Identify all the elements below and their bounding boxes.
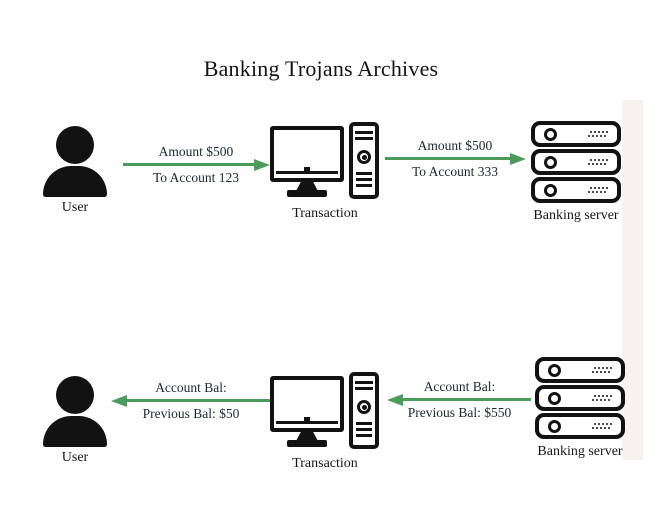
arrow-shaft	[401, 398, 531, 401]
arrow-left-icon	[387, 393, 403, 406]
monitor-icon	[270, 126, 344, 182]
tower-vent-bar	[356, 422, 372, 425]
person-icon-head	[56, 376, 94, 414]
tower-slot	[355, 381, 373, 384]
arrow-shaft	[385, 157, 512, 160]
person-icon-body	[43, 416, 107, 447]
monitor-bezel	[276, 171, 338, 174]
arrow-shaft	[123, 163, 256, 166]
arrow-line	[123, 158, 270, 171]
banking-server-label: Banking server	[537, 444, 623, 459]
tower-power-button-icon	[357, 400, 371, 414]
arrow-right-icon	[510, 152, 526, 165]
flow-arrow-transaction-to-user: Account Bal: Previous Bal: $50	[111, 379, 270, 422]
arrow-label-bottom: To Account 333	[411, 164, 499, 179]
server-vents-dots	[588, 187, 608, 193]
user-label: User	[61, 200, 89, 215]
user-node-bottom: User	[40, 376, 110, 466]
monitor-notch	[304, 167, 310, 171]
flow-arrow-transaction-to-server: Amount $500 To Account 333	[385, 137, 526, 180]
tower-power-button-icon	[357, 150, 371, 164]
server-led-icon	[544, 155, 557, 169]
monitor-stand-base	[287, 190, 327, 197]
server-unit	[531, 149, 621, 175]
tower-vent-bar	[356, 184, 372, 187]
tower-slot	[355, 131, 373, 134]
server-vents-dots	[588, 131, 608, 137]
monitor-stand-neck	[296, 432, 318, 441]
server-led-icon	[548, 419, 561, 433]
arrow-right-icon	[254, 158, 270, 171]
arrow-label-top: Amount $500	[158, 144, 234, 159]
server-unit	[531, 121, 621, 147]
tower-slot	[355, 137, 373, 140]
arrow-line	[111, 394, 270, 407]
tower-power-dot	[361, 404, 367, 410]
server-unit	[535, 385, 625, 411]
tower-vent-bar	[356, 172, 372, 175]
banking-server-node-top: Banking server	[528, 121, 624, 224]
server-unit	[531, 177, 621, 203]
person-icon-head	[56, 126, 94, 164]
tower-vent-bar	[356, 178, 372, 181]
transaction-node-top: Transaction	[270, 122, 380, 222]
server-vents-dots	[588, 159, 608, 165]
flow-arrow-server-to-transaction: Account Bal: Previous Bal: $550	[387, 378, 531, 421]
background-side-strip	[622, 100, 643, 460]
transaction-label: Transaction	[292, 456, 358, 471]
tower-vent-bar	[356, 434, 372, 437]
server-led-icon	[544, 127, 557, 141]
arrow-label-top: Account Bal:	[423, 379, 496, 394]
arrow-label-top: Amount $500	[417, 138, 493, 153]
user-label: User	[61, 450, 89, 465]
user-node-top: User	[40, 126, 110, 216]
server-unit	[535, 357, 625, 383]
arrow-line	[387, 393, 531, 406]
computer-tower-icon	[349, 122, 379, 199]
transaction-node-bottom: Transaction	[270, 372, 380, 472]
tower-vent-bar	[356, 428, 372, 431]
page-title: Banking Trojans Archives	[203, 56, 439, 81]
banking-server-node-bottom: Banking server	[532, 357, 628, 460]
tower-power-dot	[361, 154, 367, 160]
tower-slot	[355, 387, 373, 390]
monitor-stand-neck	[296, 182, 318, 191]
flow-arrow-user-to-transaction: Amount $500 To Account 123	[123, 143, 270, 186]
monitor-icon	[270, 376, 344, 432]
computer-tower-icon	[349, 372, 379, 449]
arrow-label-bottom: Previous Bal: $550	[407, 405, 512, 420]
server-led-icon	[548, 363, 561, 377]
server-vents-dots	[592, 423, 612, 429]
monitor-notch	[304, 417, 310, 421]
person-icon-body	[43, 166, 107, 197]
arrow-label-top: Account Bal:	[155, 380, 227, 395]
server-unit	[535, 413, 625, 439]
server-led-icon	[544, 183, 557, 197]
monitor-stand-base	[287, 440, 327, 447]
arrow-label-bottom: To Account 123	[152, 170, 240, 185]
arrow-left-icon	[111, 394, 127, 407]
arrow-label-bottom: Previous Bal: $50	[142, 406, 240, 421]
arrow-line	[385, 152, 526, 165]
arrow-shaft	[125, 399, 270, 402]
banking-server-label: Banking server	[533, 208, 619, 223]
server-vents-dots	[592, 395, 612, 401]
server-led-icon	[548, 391, 561, 405]
monitor-bezel	[276, 421, 338, 424]
transaction-label: Transaction	[292, 206, 358, 221]
server-vents-dots	[592, 367, 612, 373]
